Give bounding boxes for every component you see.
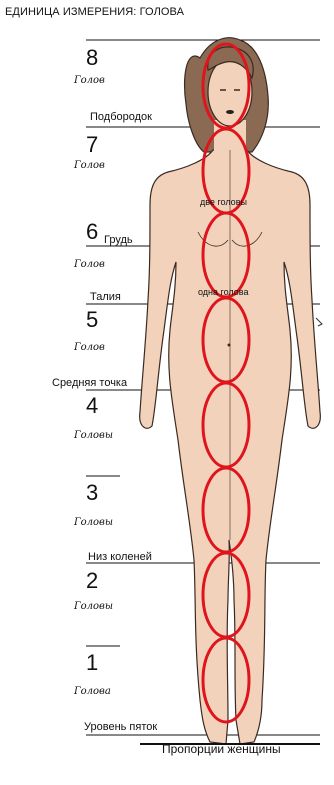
head-unit-1: Голова [74,686,111,697]
head-unit-6: Голов [74,259,105,270]
label-midpoint: Средняя точка [52,377,127,389]
label-two-heads: две головы [200,197,247,207]
head-unit-3: Головы [74,517,113,528]
head-count-8: 8 [86,47,98,69]
head-unit-8: Голов [74,75,105,86]
label-heels: Уровень пяток [84,721,157,733]
head-unit-4: Головы [74,430,113,441]
head-unit-5: Голов [74,342,105,353]
head-unit-7: Голов [74,160,105,171]
label-chest: Грудь [104,234,133,246]
cursor-mark [316,318,322,326]
head-count-3: 3 [86,482,98,504]
head-count-2: 2 [86,570,98,592]
diagram-caption: Пропорции женщины [162,742,281,756]
diagram-title: ЕДИНИЦА ИЗМЕРЕНИЯ: ГОЛОВА [5,6,184,18]
label-chin: Подбородок [90,111,152,123]
head-unit-2: Головы [74,601,113,612]
mouth [226,110,234,114]
head-count-6: 6 [86,221,98,243]
navel [228,344,231,347]
label-one-head: одна голова [198,287,248,297]
head-count-4: 4 [86,395,98,417]
head-count-5: 5 [86,309,98,331]
label-waist: Талия [90,291,121,303]
head-count-7: 7 [86,134,98,156]
label-knees: Низ коленей [88,551,152,563]
head-count-1: 1 [86,652,98,674]
